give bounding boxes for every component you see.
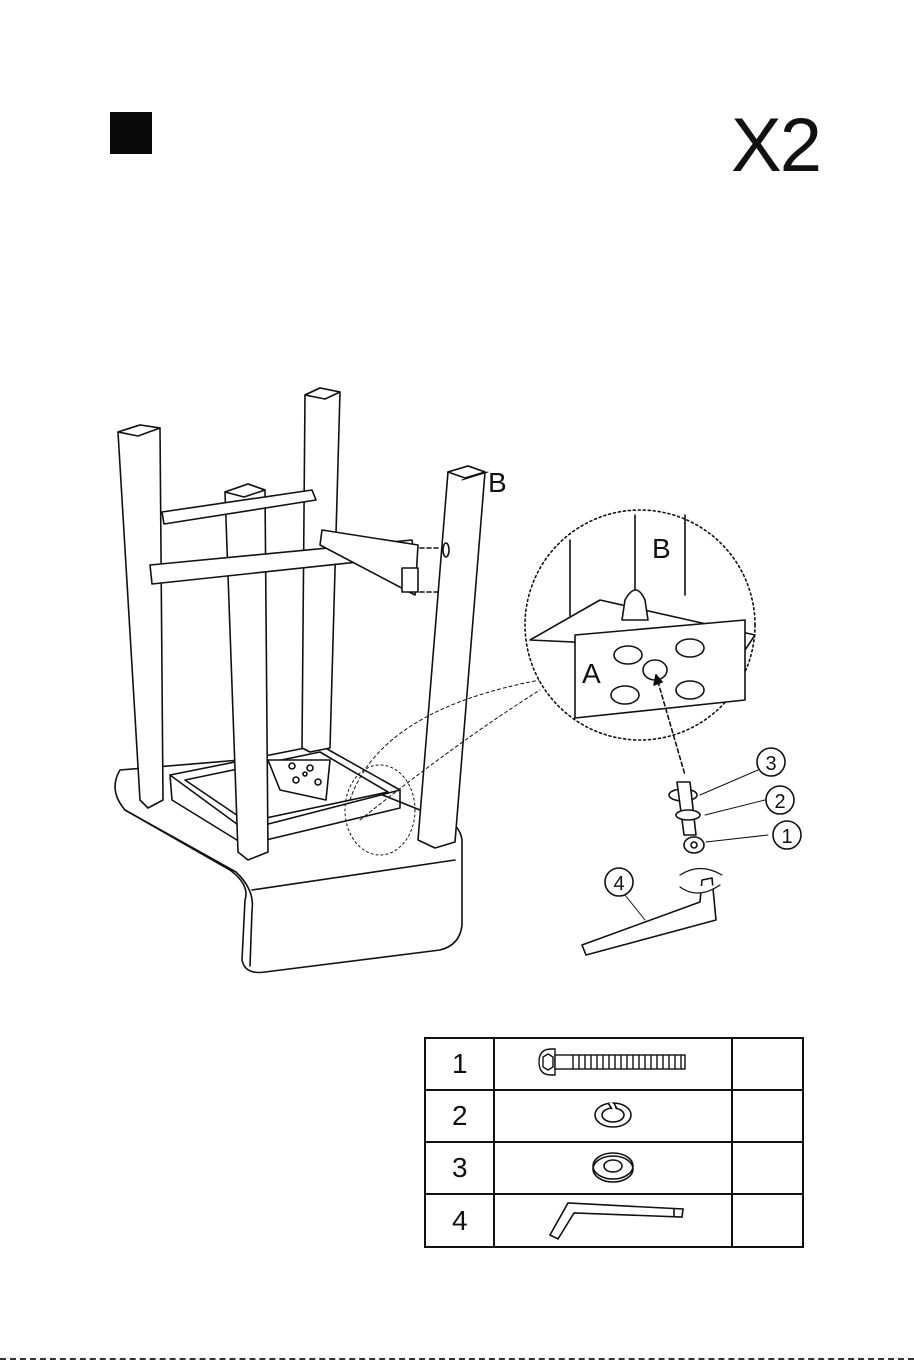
allen-key-icon xyxy=(538,1195,688,1241)
callout-label-4: 4 xyxy=(613,873,624,895)
callout-label-1: 1 xyxy=(781,826,792,848)
zoom-label-b: B xyxy=(652,533,671,564)
stool-stretchers xyxy=(150,490,449,595)
callout-label-2: 2 xyxy=(774,791,785,813)
page-edge-rule xyxy=(0,1358,914,1360)
quantity-label: X2 xyxy=(700,96,820,196)
part-number: 2 xyxy=(425,1090,494,1142)
step-marker xyxy=(110,112,152,154)
bolt-icon xyxy=(533,1045,693,1079)
part-number: 3 xyxy=(425,1142,494,1194)
part-count xyxy=(732,1142,803,1194)
flat-washer-icon xyxy=(588,1146,638,1186)
part-number: 4 xyxy=(425,1194,494,1247)
parts-table: 1 2 3 xyxy=(424,1037,804,1248)
part-number: 1 xyxy=(425,1038,494,1090)
assembly-diagram: B B A 3 2 1 4 xyxy=(0,370,914,990)
part-count xyxy=(732,1038,803,1090)
zoom-label-a: A xyxy=(582,658,601,689)
leg-label-b: B xyxy=(488,467,507,498)
allen-key xyxy=(582,869,722,956)
parts-row: 2 xyxy=(425,1090,803,1142)
split-washer-icon xyxy=(588,1097,638,1131)
fastener-stack xyxy=(669,782,704,853)
part-count xyxy=(732,1194,803,1247)
parts-row: 3 xyxy=(425,1142,803,1194)
parts-row: 4 xyxy=(425,1194,803,1247)
callout-label-3: 3 xyxy=(765,753,776,775)
part-count xyxy=(732,1090,803,1142)
detail-zoom-circle xyxy=(525,510,755,740)
parts-row: 1 xyxy=(425,1038,803,1090)
